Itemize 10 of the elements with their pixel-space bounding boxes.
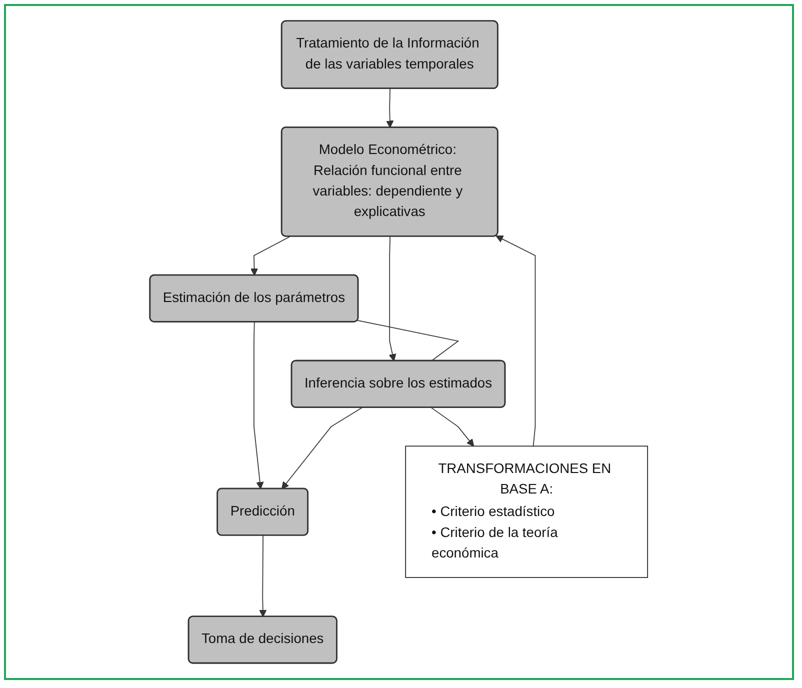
arrow xyxy=(386,88,394,128)
arrow xyxy=(496,236,536,447)
connector xyxy=(357,320,460,362)
arrow xyxy=(282,407,363,490)
node-box: TRANSFORMACIONES EN BASE A: • Criterio estadístico • Criterio de la teoría económica xyxy=(405,446,648,578)
arrow xyxy=(431,407,474,446)
arrow xyxy=(389,236,396,362)
arrow xyxy=(254,322,264,490)
arrow xyxy=(250,236,291,276)
arrow xyxy=(259,535,267,618)
